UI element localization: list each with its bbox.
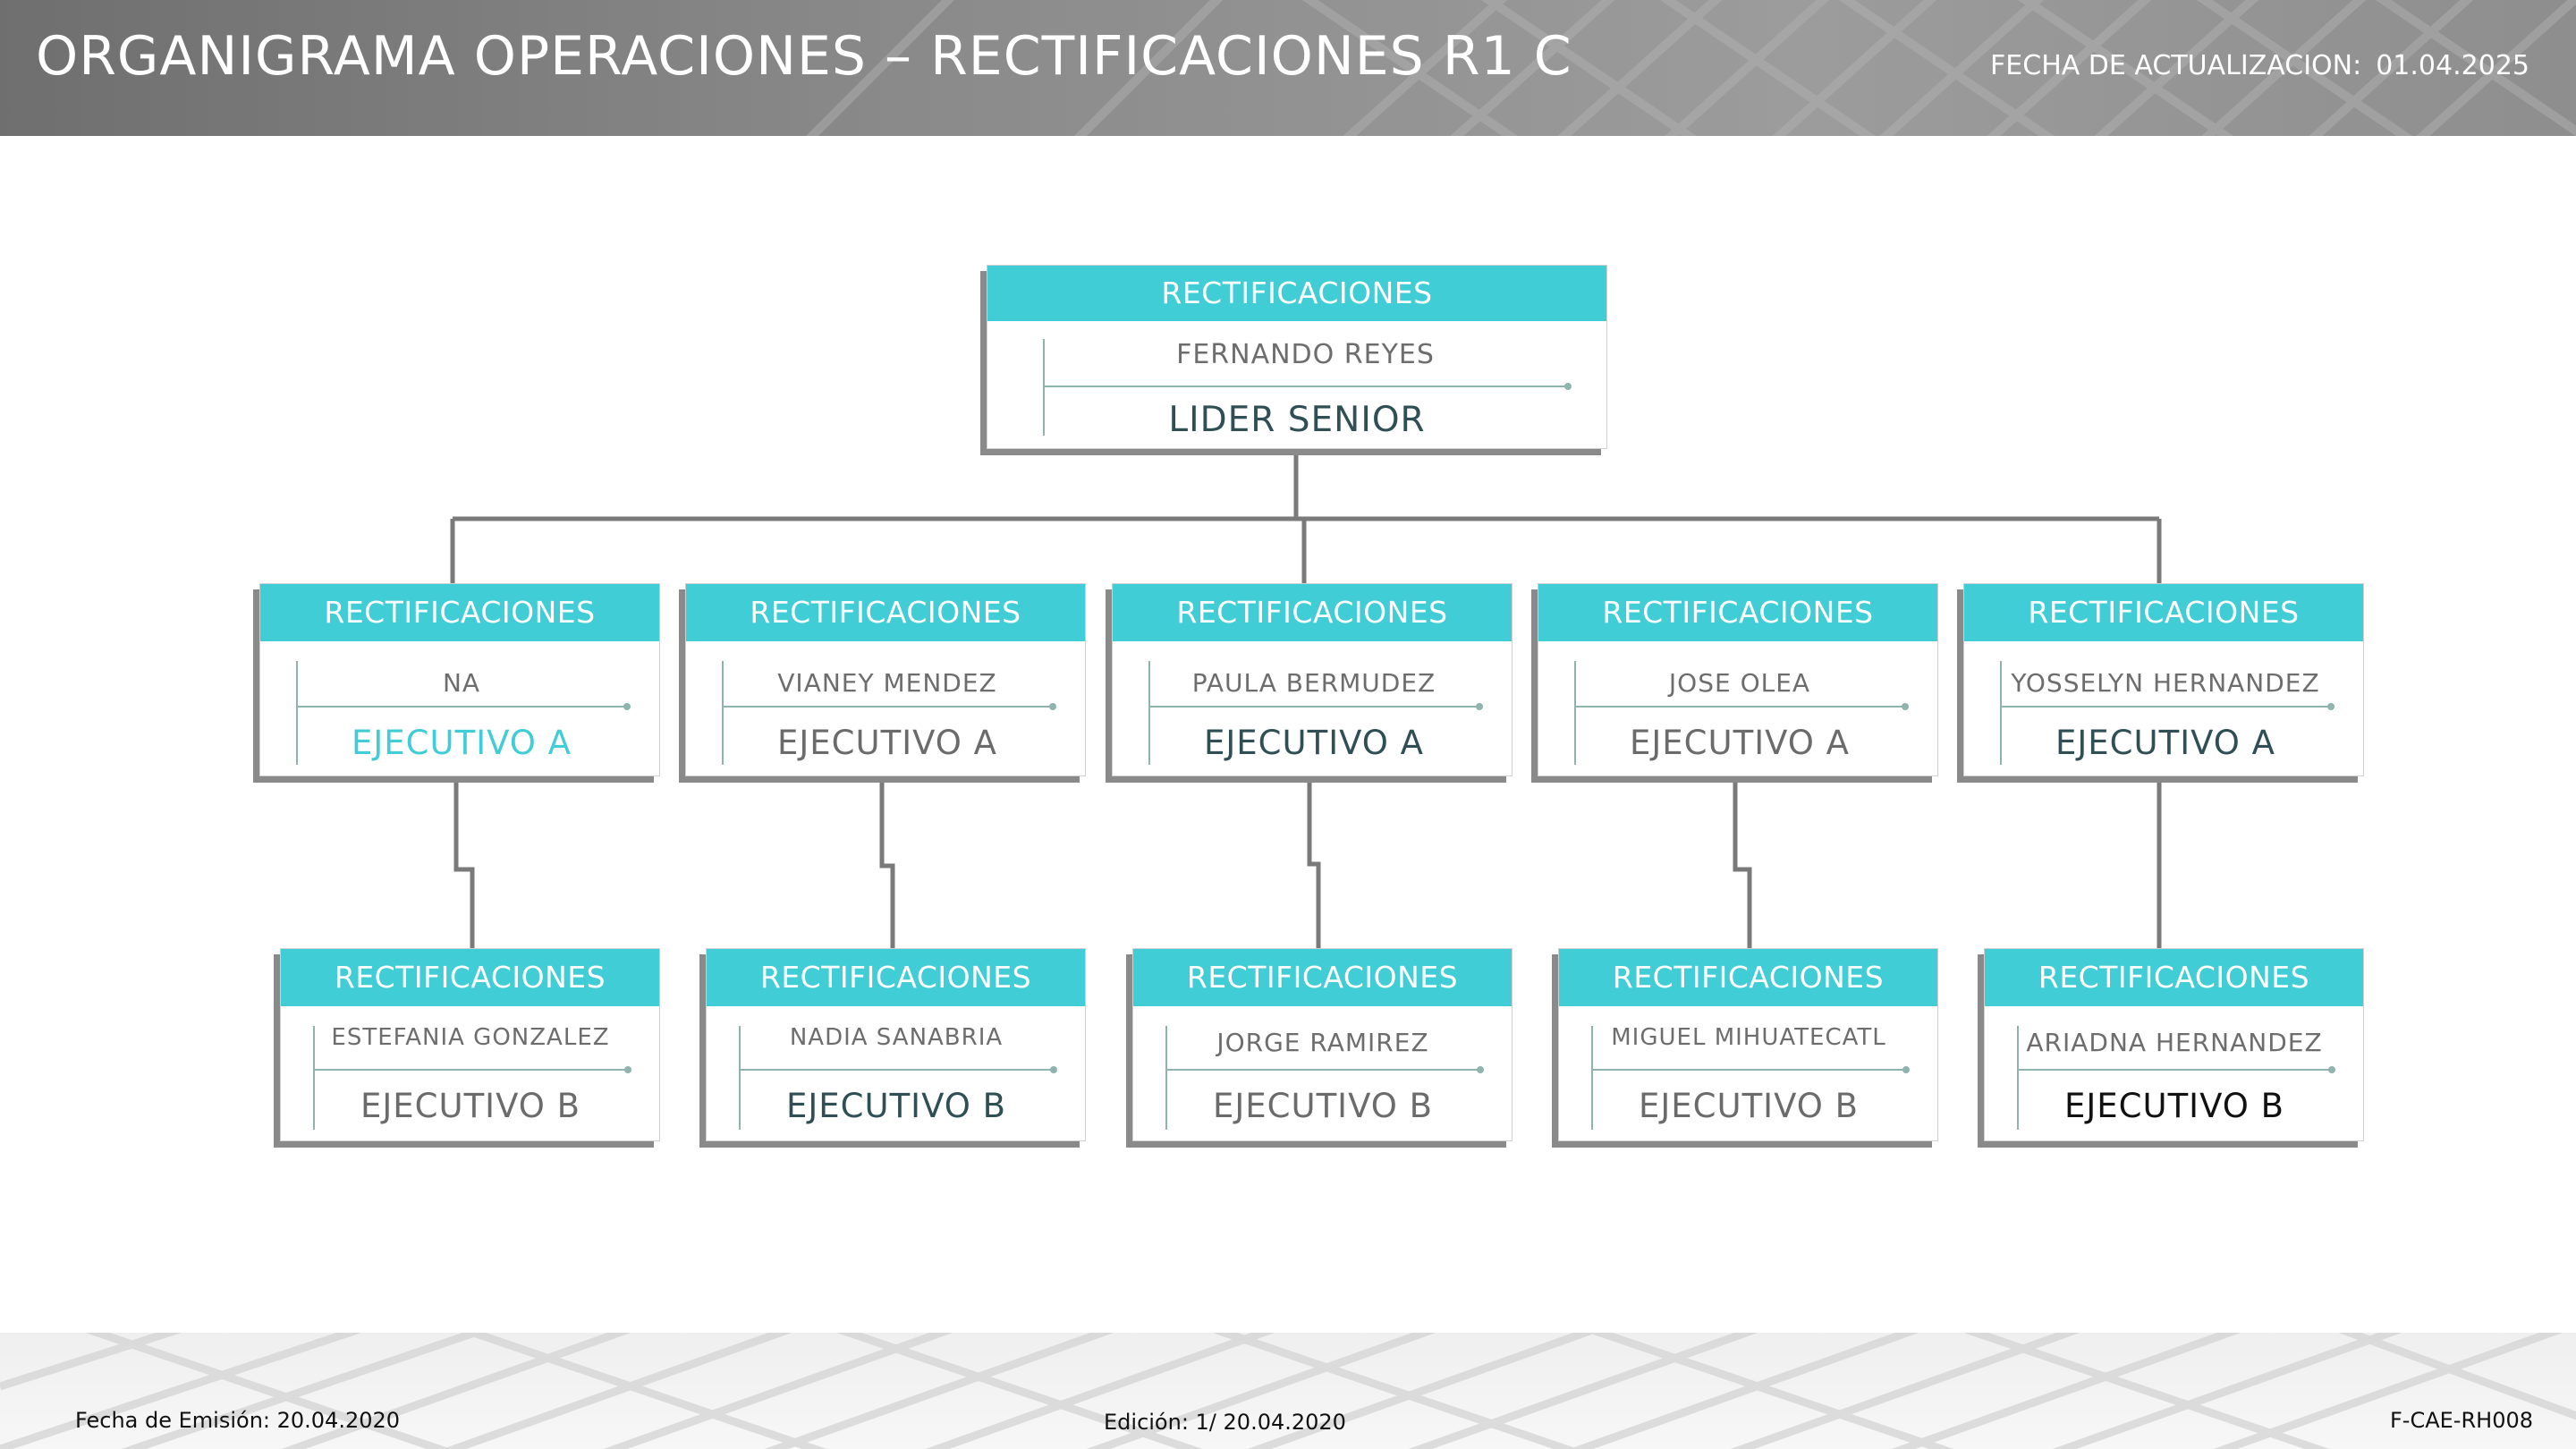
level2-card: RECTIFICACIONES MIGUEL MIHUATECATL EJECU…	[1558, 948, 1938, 1141]
card-department: RECTIFICACIONES	[1113, 584, 1512, 641]
connector-l1-1-to-l2-1	[453, 780, 475, 948]
card-department: RECTIFICACIONES	[987, 266, 1606, 321]
level2-card: RECTIFICACIONES ARIADNA HERNANDEZ EJECUT…	[1984, 948, 2364, 1141]
role-title: EJECUTIVO A	[2055, 724, 2275, 762]
footer-band: Fecha de Emisión: 20.04.2020 Edición: 1/…	[0, 1333, 2576, 1449]
level1-card: RECTIFICACIONES NA EJECUTIVO A	[259, 583, 660, 776]
person-name: NADIA SANABRIA	[789, 1024, 1004, 1051]
update-date-label: FECHA DE ACTUALIZACION: 01.04.2025	[1990, 50, 2529, 81]
person-name: ESTEFANIA GONZALEZ	[331, 1024, 610, 1051]
level1-card: RECTIFICACIONES VIANEY MENDEZ EJECUTIVO …	[685, 583, 1086, 776]
root-card: RECTIFICACIONES FERNANDO REYES LIDER SEN…	[987, 265, 1607, 449]
level1-card: RECTIFICACIONES YOSSELYN HERNANDEZ EJECU…	[1963, 583, 2364, 776]
card-department: RECTIFICACIONES	[1538, 584, 1937, 641]
role-title: EJECUTIVO B	[360, 1087, 581, 1125]
role-title: EJECUTIVO B	[1212, 1087, 1434, 1125]
person-name: YOSSELYN HERNANDEZ	[2011, 668, 2320, 698]
update-label: FECHA DE ACTUALIZACION:	[1990, 50, 2362, 81]
connector-l1-2-to-l2-2	[879, 780, 895, 948]
card-department: RECTIFICACIONES	[1559, 949, 1937, 1006]
role-title: EJECUTIVO A	[1630, 724, 1850, 762]
role-title: EJECUTIVO A	[352, 724, 572, 762]
level2-card: RECTIFICACIONES JORGE RAMIREZ EJECUTIVO …	[1132, 948, 1513, 1141]
card-department: RECTIFICACIONES	[281, 949, 659, 1006]
level1-card: RECTIFICACIONES JOSE OLEA EJECUTIVO A	[1538, 583, 1938, 776]
person-name: ARIADNA HERNANDEZ	[2026, 1028, 2323, 1057]
role-title: EJECUTIVO A	[777, 724, 997, 762]
page-title: ORGANIGRAMA OPERACIONES – RECTIFICACIONE…	[36, 25, 1572, 88]
level1-card: RECTIFICACIONES PAULA BERMUDEZ EJECUTIVO…	[1112, 583, 1513, 776]
person-name: PAULA BERMUDEZ	[1191, 668, 1436, 698]
level2-card: RECTIFICACIONES NADIA SANABRIA EJECUTIVO…	[706, 948, 1086, 1141]
update-date: 01.04.2025	[2376, 50, 2529, 81]
footer-background-pattern	[0, 1333, 2576, 1449]
person-name: NA	[442, 668, 481, 698]
person-name: VIANEY MENDEZ	[777, 668, 997, 698]
role-title: EJECUTIVO B	[1638, 1087, 1860, 1125]
card-department: RECTIFICACIONES	[260, 584, 659, 641]
person-name: JOSE OLEA	[1668, 668, 1811, 698]
connector-l1-3-to-l2-3	[1307, 780, 1321, 948]
document-code: F-CAE-RH008	[2390, 1408, 2533, 1433]
card-department: RECTIFICACIONES	[1964, 584, 2363, 641]
role-title: LIDER SENIOR	[1168, 400, 1426, 440]
role-title: EJECUTIVO B	[2063, 1087, 2285, 1125]
card-department: RECTIFICACIONES	[686, 584, 1085, 641]
role-title: EJECUTIVO B	[785, 1087, 1007, 1125]
role-title: EJECUTIVO A	[1204, 724, 1424, 762]
person-name: FERNANDO REYES	[1176, 339, 1435, 370]
emission-date: Fecha de Emisión: 20.04.2020	[75, 1408, 401, 1433]
connector-l1-4-to-l2-4	[1733, 780, 1752, 948]
card-department: RECTIFICACIONES	[1133, 949, 1512, 1006]
level2-card: RECTIFICACIONES ESTEFANIA GONZALEZ EJECU…	[280, 948, 660, 1141]
person-name: MIGUEL MIHUATECATL	[1611, 1024, 1886, 1051]
person-name: JORGE RAMIREZ	[1216, 1028, 1429, 1057]
card-department: RECTIFICACIONES	[1985, 949, 2363, 1006]
header-band: ORGANIGRAMA OPERACIONES – RECTIFICACIONE…	[0, 0, 2576, 136]
edition-info: Edición: 1/ 20.04.2020	[1104, 1410, 1346, 1435]
card-department: RECTIFICACIONES	[707, 949, 1085, 1006]
header-background-pattern	[805, 0, 2576, 136]
